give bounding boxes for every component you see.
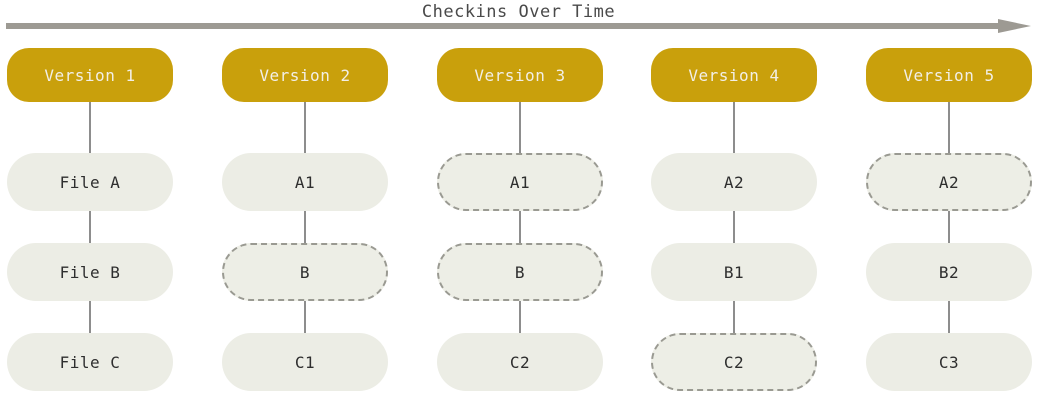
- connector-line: [948, 100, 950, 156]
- version-node-1[interactable]: Version 1: [7, 48, 173, 102]
- version-node-4[interactable]: Version 4: [651, 48, 817, 102]
- connector-line: [948, 300, 950, 336]
- connector-line: [733, 210, 735, 246]
- connector-line: [733, 300, 735, 336]
- file-node-1-b[interactable]: File B: [7, 243, 173, 301]
- connector-line: [304, 210, 306, 246]
- page-title: Checkins Over Time: [421, 2, 616, 22]
- file-node-2-b[interactable]: B: [222, 243, 388, 301]
- file-node-4-b[interactable]: B1: [651, 243, 817, 301]
- connector-line: [519, 100, 521, 156]
- file-node-3-b[interactable]: B: [437, 243, 603, 301]
- file-node-5-c[interactable]: C3: [866, 333, 1032, 391]
- connector-line: [733, 100, 735, 156]
- connector-line: [519, 210, 521, 246]
- file-node-2-c[interactable]: C1: [222, 333, 388, 391]
- file-node-4-c[interactable]: C2: [651, 333, 817, 391]
- connector-line: [89, 300, 91, 336]
- connector-line: [948, 210, 950, 246]
- file-node-1-c[interactable]: File C: [7, 333, 173, 391]
- version-node-5[interactable]: Version 5: [866, 48, 1032, 102]
- file-node-5-b[interactable]: B2: [866, 243, 1032, 301]
- file-node-4-a[interactable]: A2: [651, 153, 817, 211]
- file-node-2-a[interactable]: A1: [222, 153, 388, 211]
- file-node-3-a[interactable]: A1: [437, 153, 603, 211]
- timeline-arrow: [6, 19, 1031, 33]
- connector-line: [304, 100, 306, 156]
- file-node-1-a[interactable]: File A: [7, 153, 173, 211]
- file-node-3-c[interactable]: C2: [437, 333, 603, 391]
- version-column-1: Version 1 File A File B File C: [7, 0, 173, 400]
- version-node-2[interactable]: Version 2: [222, 48, 388, 102]
- file-node-5-a[interactable]: A2: [866, 153, 1032, 211]
- connector-line: [89, 100, 91, 156]
- connector-line: [519, 300, 521, 336]
- connector-line: [304, 300, 306, 336]
- version-node-3[interactable]: Version 3: [437, 48, 603, 102]
- connector-line: [89, 210, 91, 246]
